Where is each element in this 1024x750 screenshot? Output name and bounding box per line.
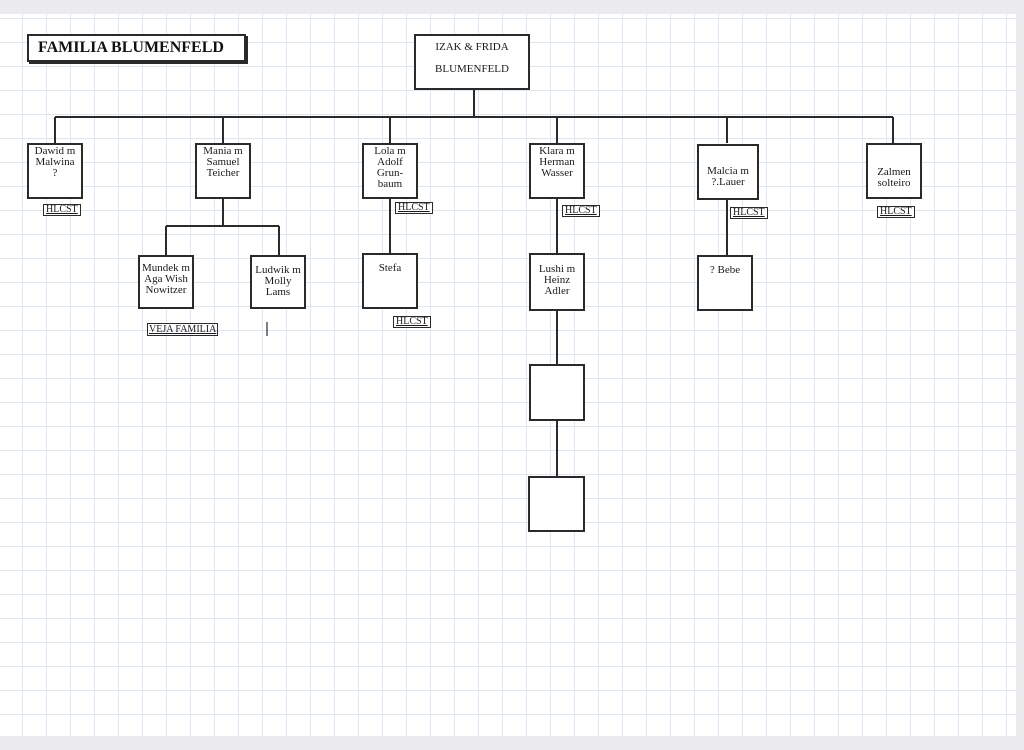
child-line: Samuel [206, 156, 240, 168]
descendant-box-empty [528, 476, 585, 532]
child-line: Lola m [374, 145, 406, 157]
root-couple-box: IZAK & FRIDA BLUMENFELD [414, 34, 530, 90]
child-line: Wasser [541, 167, 573, 179]
hlcst-tag-dawid: HLCST [43, 204, 81, 216]
grandchild-line: Lushi m [538, 263, 576, 275]
veja-familia-note: VEJA FAMILIA [147, 323, 219, 336]
hlcst-tag-klara: HLCST [562, 205, 600, 217]
grandchild-box-lushi: Lushi m Heinz Adler [529, 253, 585, 311]
child-line: Teicher [206, 167, 240, 179]
child-line: Grun- [376, 167, 404, 179]
child-line: Klara m [539, 145, 575, 157]
hlcst-tag-stefa: HLCST [393, 316, 431, 328]
grandchild-line: Molly [264, 275, 292, 287]
child-line: solteiro [877, 177, 911, 189]
child-box-malcia: Malcia m ?.Lauer [697, 144, 759, 200]
child-box-lola: Lola m Adolf Grun- baum [362, 143, 418, 199]
child-line: Mania m [203, 145, 243, 157]
child-box-dawid: Dawid m Malwina ? [27, 143, 83, 199]
grandchild-line: Stefa [378, 262, 402, 274]
child-line: baum [377, 178, 403, 190]
child-box-mania: Mania m Samuel Teicher [195, 143, 251, 199]
grandchild-line: Mundek m [142, 262, 190, 274]
hlcst-tag-malcia: HLCST [730, 207, 768, 219]
hlcst-tag-zalmen: HLCST [877, 206, 915, 218]
grandchild-line: Ludwik m [255, 264, 301, 276]
grandchild-line: Nowitzer [145, 284, 187, 296]
grandchild-line: Adler [544, 285, 570, 297]
grid-paper-sheet [0, 14, 1016, 736]
hlcst-tag-lola: HLCST [395, 202, 433, 214]
child-box-klara: Klara m Herman Wasser [529, 143, 585, 199]
grandchild-box-bebe: ? Bebe [697, 255, 753, 311]
grandchild-line: ? Bebe [709, 264, 741, 276]
descendant-box-empty [529, 364, 585, 421]
child-line: ?.Lauer [711, 176, 745, 188]
child-box-zalmen: Zalmen solteiro [866, 143, 922, 199]
root-line-1: IZAK & FRIDA [435, 41, 509, 53]
child-line: Malcia m [707, 165, 749, 177]
grandchild-box-mundek: Mundek m Aga Wish Nowitzer [138, 255, 194, 309]
grandchild-line: Heinz [543, 274, 571, 286]
child-line: Herman [539, 156, 575, 168]
child-line: Zalmen [877, 166, 911, 178]
child-line: Malwina [35, 156, 75, 168]
grandchild-box-stefa: Stefa [362, 253, 418, 309]
grandchild-line: Aga Wish [144, 273, 188, 285]
child-line: Dawid m [34, 145, 76, 157]
child-line: ? [52, 167, 58, 179]
diagram-title: FAMILIA BLUMENFELD [27, 34, 246, 62]
child-line: Adolf [377, 156, 403, 168]
grandchild-box-ludwik: Ludwik m Molly Lams [250, 255, 306, 309]
root-line-2: BLUMENFELD [435, 63, 509, 75]
grandchild-line: Lams [265, 286, 291, 298]
